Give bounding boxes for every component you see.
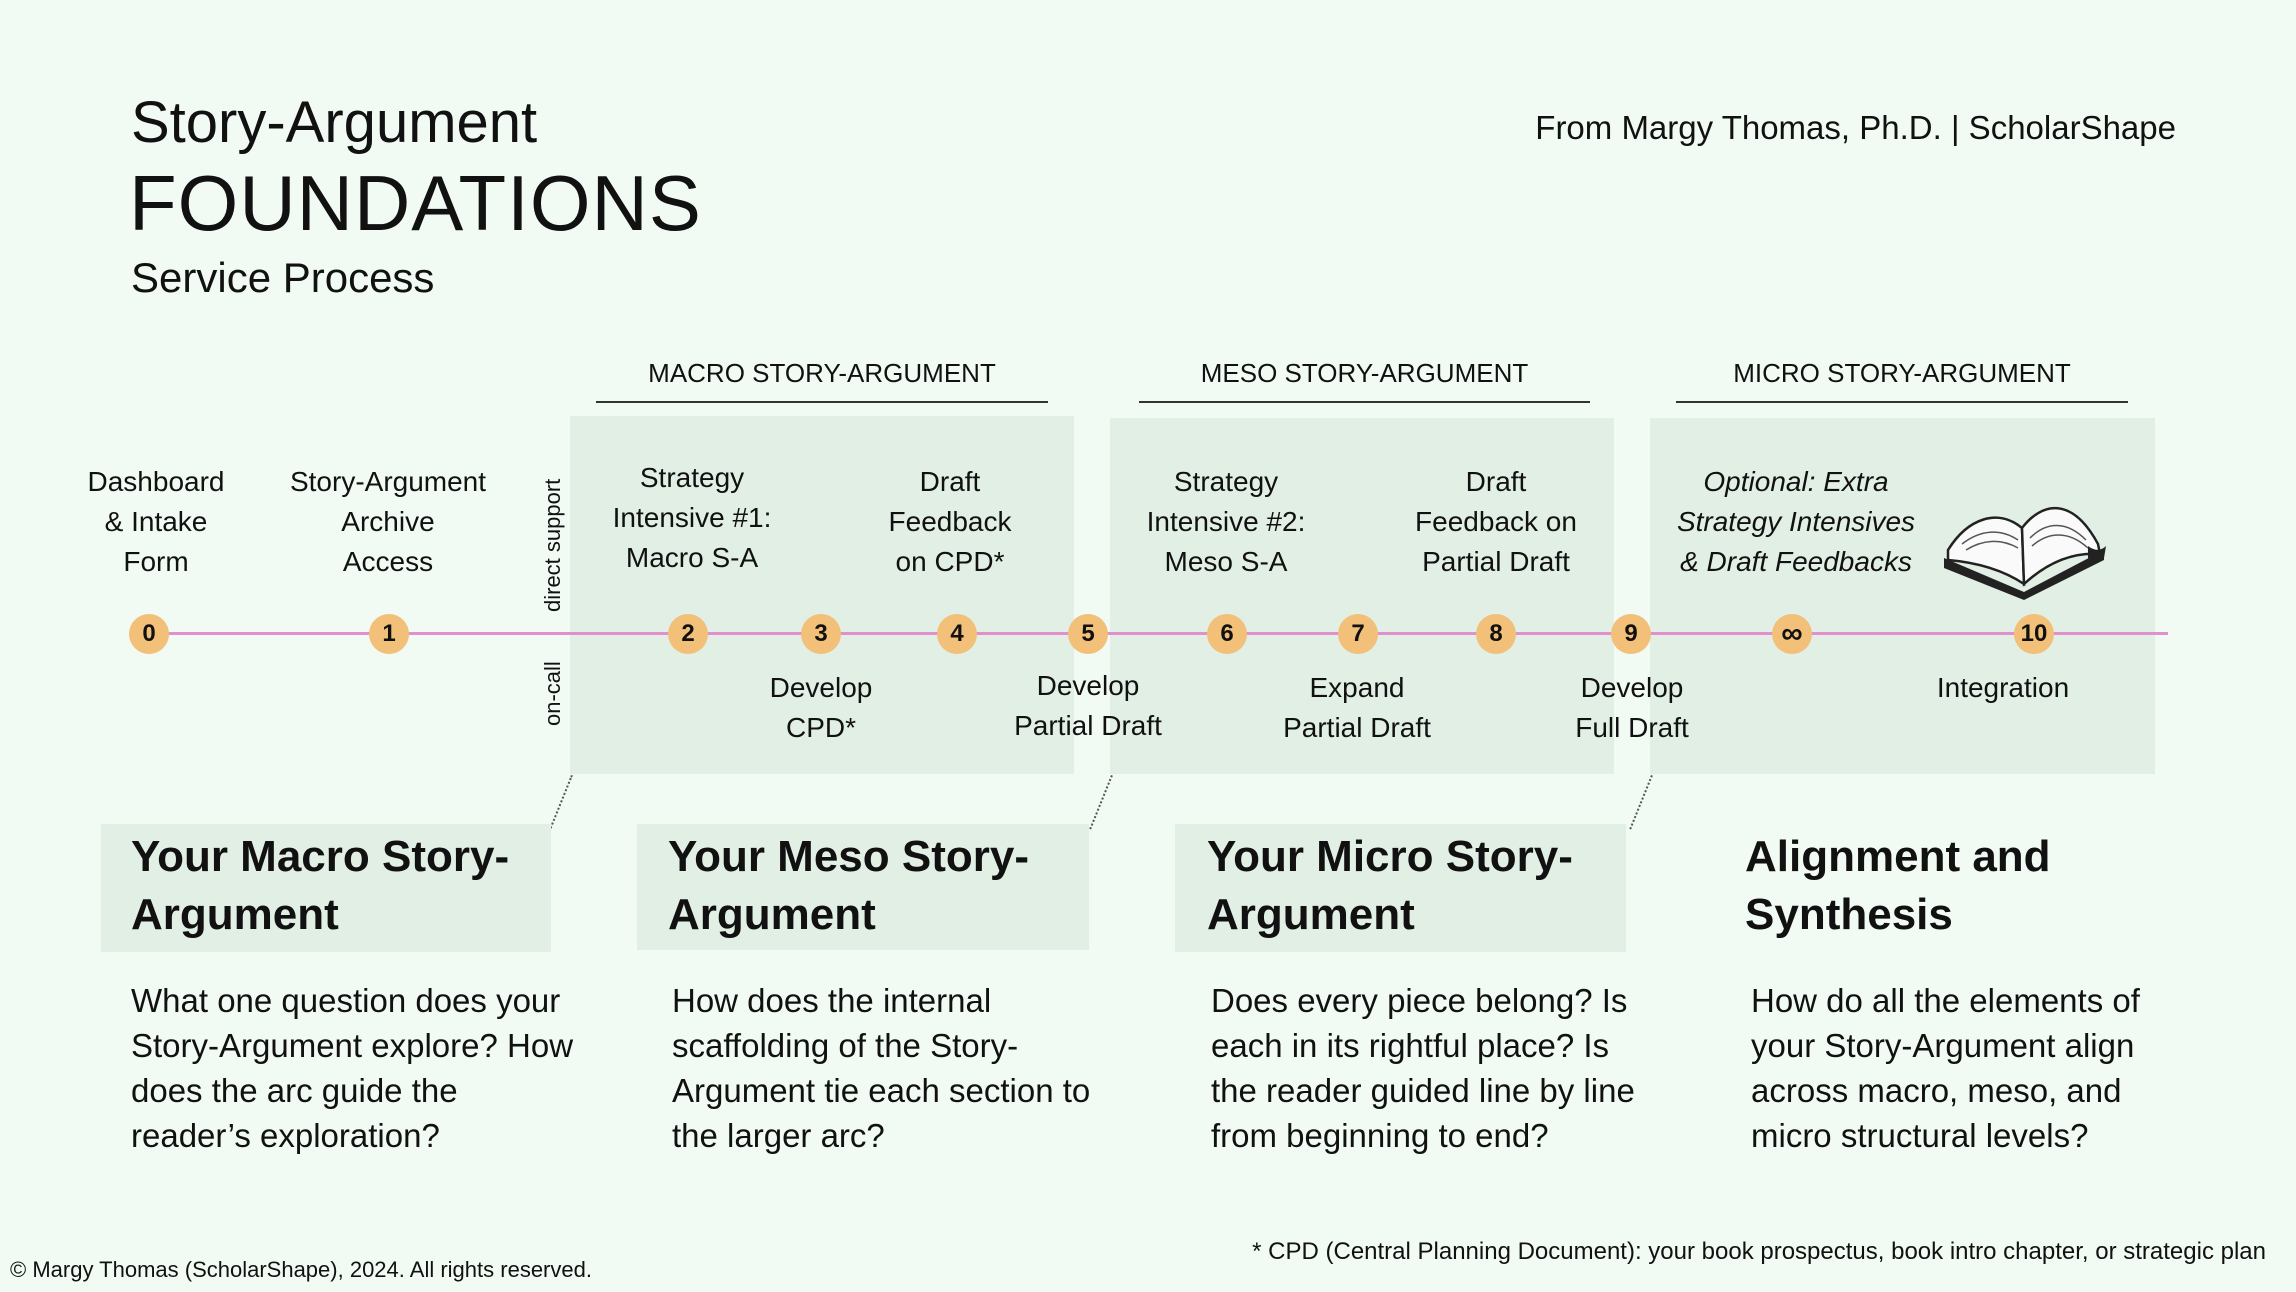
step-node-6: 6 <box>1207 614 1247 654</box>
direct-support-label: direct support <box>540 478 565 612</box>
step-node-9: 9 <box>1611 614 1651 654</box>
card-macro-title-box <box>101 824 551 952</box>
micro-panel <box>1650 418 2155 774</box>
step-node-4: 4 <box>937 614 977 654</box>
phase-rule-meso <box>1139 401 1590 403</box>
open-book-icon <box>1944 506 2106 600</box>
step-node-10: 10 <box>2014 614 2054 654</box>
card-macro-title: Your Macro Story-Argument <box>131 832 510 939</box>
phase-rule-micro <box>1676 401 2128 403</box>
step-node-infinity: ∞ <box>1772 614 1812 654</box>
step-node-7: 7 <box>1338 614 1378 654</box>
step-node-2: 2 <box>668 614 708 654</box>
title-line-3: Service Process <box>131 254 435 301</box>
step-node-8: 8 <box>1476 614 1516 654</box>
cpd-footnote: * CPD (Central Planning Document): your … <box>1252 1238 2266 1265</box>
step-node-5: 5 <box>1068 614 1108 654</box>
phase-label-micro: MICRO STORY-ARGUMENT <box>1733 358 2071 388</box>
phase-label-macro: MACRO STORY-ARGUMENT <box>648 358 996 388</box>
timeline-line <box>140 632 2168 635</box>
meso-panel <box>1110 418 1614 774</box>
card-micro-title-box <box>1175 824 1626 952</box>
connector-meso <box>1089 775 1113 830</box>
phase-rule-macro <box>596 401 1048 403</box>
step-10-label: Integration <box>1936 672 2070 703</box>
credit-line: From Margy Thomas, Ph.D. | ScholarShape <box>1535 109 2176 146</box>
step-node-0: 0 <box>129 614 169 654</box>
connector-micro <box>1629 775 1653 830</box>
title-line-1: Story-Argument <box>131 90 538 155</box>
card-meso-title: Your Meso Story-Argument <box>668 832 1030 939</box>
title-line-2: FOUNDATIONS <box>129 159 702 247</box>
connector-macro <box>548 775 573 832</box>
step-node-1: 1 <box>369 614 409 654</box>
copyright: © Margy Thomas (ScholarShape), 2024. All… <box>10 1257 592 1282</box>
phase-label-meso: MESO STORY-ARGUMENT <box>1200 358 1529 388</box>
card-meso-title-box <box>637 824 1089 950</box>
step-node-3: 3 <box>801 614 841 654</box>
on-call-label: on-call <box>540 661 565 726</box>
card-micro-title: Your Micro Story-Argument <box>1207 832 1573 939</box>
macro-panel <box>570 416 1074 774</box>
